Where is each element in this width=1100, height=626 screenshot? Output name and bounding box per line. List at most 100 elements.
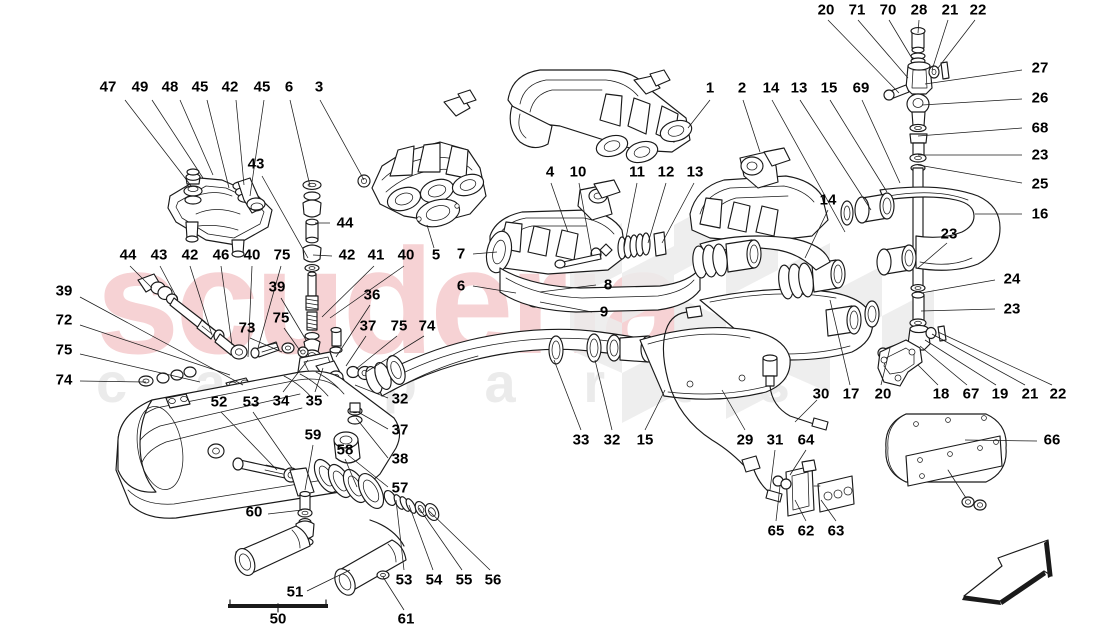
leader-line: [235, 99, 245, 186]
callout-number: 73: [238, 319, 256, 337]
leader-line: [252, 411, 293, 469]
callout-number: 3: [314, 78, 324, 96]
leader-line: [283, 327, 302, 353]
leader-line: [924, 69, 1023, 85]
callout-number: 13: [686, 163, 704, 181]
leader-line: [321, 265, 375, 318]
leader-lines: [79, 19, 1053, 611]
leader-line: [804, 209, 829, 259]
leader-line: [220, 265, 233, 346]
callout-number: 43: [247, 155, 265, 173]
callout-number: 32: [603, 431, 621, 449]
callout-number: 37: [391, 421, 409, 439]
callout-number: 52: [210, 393, 228, 411]
leader-line: [829, 299, 851, 386]
catalytic-converter-upper: [840, 186, 1001, 276]
bolt-bushing-column: [302, 180, 322, 361]
callout-number: 40: [243, 246, 261, 264]
callout-number: 56: [484, 571, 502, 589]
callout-number: 75: [272, 309, 290, 327]
callout-number: 1: [705, 79, 715, 97]
callout-number: 66: [1043, 431, 1061, 449]
leader-line: [880, 347, 891, 386]
callout-number: 38: [391, 450, 409, 468]
manifold-right-1: [507, 69, 693, 164]
leader-line: [687, 99, 711, 129]
callout-number: 70: [879, 1, 897, 19]
callout-number: 61: [397, 610, 415, 626]
callout-number: 15: [820, 79, 838, 97]
leader-line: [937, 19, 976, 69]
callout-number: 21: [1021, 385, 1039, 403]
lambda-sensor-and-cable: [662, 305, 829, 503]
callout-number: 14: [762, 79, 780, 97]
callout-number: 22: [969, 1, 987, 19]
leader-line: [261, 175, 309, 259]
leader-line: [319, 99, 365, 181]
leader-line: [917, 19, 920, 34]
callout-number: 23: [940, 225, 958, 243]
callout-number: 44: [119, 246, 137, 264]
leader-line: [742, 99, 761, 153]
callout-number: 22: [1049, 385, 1067, 403]
callout-number: 39: [268, 278, 286, 296]
callout-number: 48: [161, 78, 179, 96]
callout-number: 15: [636, 431, 654, 449]
leader-line: [888, 19, 914, 61]
leader-line: [920, 279, 996, 294]
callout-number: 20: [874, 385, 892, 403]
leader-line: [917, 364, 939, 386]
leader-line: [917, 127, 1023, 137]
callout-number: 64: [797, 431, 815, 449]
control-valve-box: [772, 459, 855, 517]
callout-number: 11: [629, 163, 645, 181]
leader-line: [771, 99, 846, 233]
callout-number: 12: [657, 163, 675, 181]
callout-number: 72: [55, 311, 73, 329]
leader-line: [357, 411, 389, 430]
leader-line: [206, 99, 230, 189]
leader-line: [344, 458, 358, 488]
heat-shield: [885, 413, 1007, 511]
callout-number: 18: [932, 385, 950, 403]
callout-number: 10: [569, 163, 587, 181]
callout-number: 58: [336, 441, 354, 459]
callout-number: 33: [572, 431, 590, 449]
callout-number: 65: [767, 522, 785, 540]
callout-number: 47: [99, 78, 117, 96]
callout-number: 42: [221, 78, 239, 96]
leader-line: [829, 99, 888, 193]
callout-number: 32: [391, 390, 409, 408]
callout-number: 21: [941, 1, 959, 19]
leader-line: [289, 99, 311, 187]
leader-line: [789, 449, 807, 476]
suspension-link-rod: [137, 273, 280, 395]
callout-number: 55: [455, 571, 473, 589]
leader-line: [257, 265, 282, 349]
leader-line: [249, 99, 265, 197]
leader-line: [426, 224, 435, 249]
leader-line: [382, 576, 405, 611]
manifold-left-3: [357, 89, 487, 228]
leader-line: [794, 399, 818, 423]
callout-number: 37: [359, 317, 377, 335]
callout-number: 6: [456, 277, 466, 295]
leader-line: [539, 301, 593, 313]
callout-number: 13: [790, 79, 808, 97]
leader-line: [937, 331, 1053, 386]
callout-number: 40: [397, 246, 415, 264]
leader-line: [553, 359, 582, 431]
leader-line: [820, 499, 837, 522]
leader-line: [418, 507, 463, 571]
leader-line: [472, 251, 498, 255]
callout-number: 6: [284, 78, 294, 96]
callout-number: 23: [1031, 146, 1049, 164]
leader-line: [179, 99, 214, 176]
callout-number: 7: [456, 245, 466, 263]
leader-line: [395, 499, 405, 571]
callout-number: 30: [812, 385, 830, 403]
leader-line: [306, 569, 351, 592]
callout-number: 2: [737, 79, 747, 97]
callout-number: 60: [245, 503, 263, 521]
